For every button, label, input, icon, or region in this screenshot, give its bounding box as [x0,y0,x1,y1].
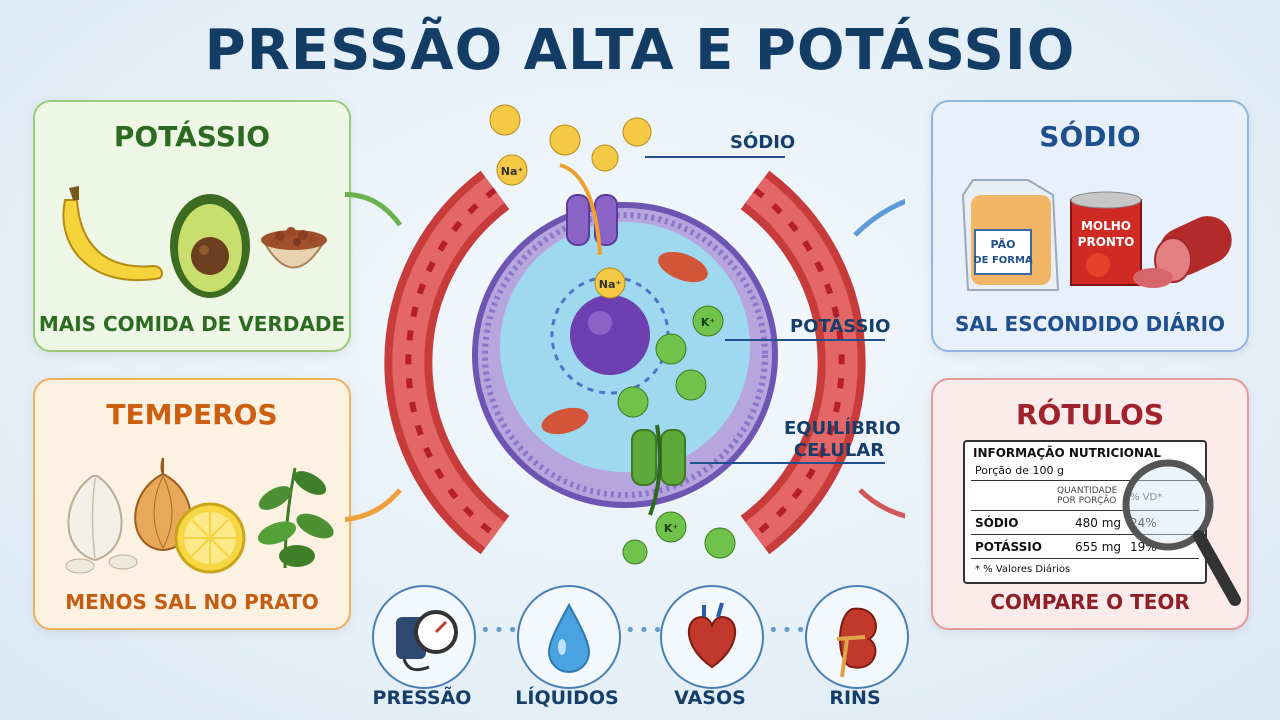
water-drop-icon [517,585,621,689]
k-ion-label-outside: K⁺ [664,522,679,535]
salami-icon [1133,216,1232,288]
sodio-foods-illustration: PÃO DE FORMA MOLHO PRONTO [961,179,1232,291]
pressure-gauge-icon [372,585,476,689]
bread-tag-line2: DE FORMA [973,255,1033,266]
heart-icon [660,585,764,689]
na-ion-label: Na⁺ [501,165,524,178]
sodium-ions: Na⁺ Na⁺ [489,104,652,299]
nutrition-row-sodio-vd: 24% [1130,516,1157,530]
label-sodio: SÓDIO [730,132,796,153]
nutrition-row-potassio-name: POTÁSSIO [975,540,1042,554]
nutrition-label: INFORMAÇÃO NUTRICIONAL Porção de 100 g Q… [963,440,1207,584]
potassio-caption: MAIS COMIDA DE VERDADE [38,312,346,336]
sodio-title: SÓDIO [1039,120,1141,153]
sodio-panel: SÓDIO PÃO DE FORMA MOLHO PRONTO SAL ESCO… [931,100,1249,352]
label-vasos: VASOS [674,687,746,709]
temperos-panel: TEMPEROS MENOS SAL NO PRATO [33,378,351,630]
potassio-title: POTÁSSIO [113,120,271,153]
label-potassio: POTÁSSIO [790,316,891,337]
arrow-from-rotulos [858,488,905,519]
sodium-channel-icon [559,163,618,256]
label-equilibrio: EQUILÍBRIO CELULAR [784,418,901,461]
herbs-icon [257,467,334,569]
nutrition-footnote: * % Valores Diários [975,564,1071,575]
nutrition-porcao: Porção de 100 g [975,464,1064,477]
temperos-caption: MENOS SAL NO PRATO [65,590,319,614]
potassio-foods-illustration [62,186,327,298]
bread-tag-line1: PÃO [991,238,1016,251]
label-rins: RINS [829,687,881,709]
k-ion-label: K⁺ [701,316,716,329]
label-pressao: PRESSÃO [372,687,472,709]
beans-bowl-icon [261,227,327,269]
can-tag-line2: PRONTO [1078,235,1135,249]
nutrition-col-vd: % VD* [1130,492,1162,503]
blood-vessel-right [740,170,866,555]
avocado-icon [170,194,250,298]
page-title: PRESSÃO ALTA E POTÁSSIO [204,18,1076,83]
label-liquidos: LÍQUIDOS [515,687,619,709]
magnifying-glass-icon [1122,459,1241,606]
temperos-illustration [65,457,334,574]
rotulos-title: RÓTULOS [1015,398,1164,431]
na-ion-label-inside: Na⁺ [599,278,622,291]
potassio-panel: POTÁSSIO MAIS COMIDA DE VERDADE [33,100,351,352]
blood-vessel-left [384,170,510,555]
sodio-caption: SAL ESCONDIDO DIÁRIO [954,312,1226,336]
banana-icon [62,186,163,282]
temperos-title: TEMPEROS [106,398,278,431]
rotulos-caption: COMPARE O TEOR [990,590,1190,614]
lemon-icon [174,502,246,574]
sauce-can-icon: MOLHO PRONTO [1070,191,1142,286]
garlic-icon [65,475,138,574]
arrow-from-sodio [853,198,905,237]
bread-bag-icon: PÃO DE FORMA [961,179,1060,291]
potassium-channel-icon [631,424,686,516]
nutrition-row-sodio-value: 480 mg [1075,516,1122,530]
nutrition-heading: INFORMAÇÃO NUTRICIONAL [973,446,1161,460]
nutrition-row-potassio-value: 655 mg [1075,540,1122,554]
can-tag-line1: MOLHO [1081,219,1131,233]
nutrition-row-sodio-name: SÓDIO [975,516,1019,530]
rotulos-panel: RÓTULOS INFORMAÇÃO NUTRICIONAL Porção de… [931,378,1249,630]
cell-icon [472,202,778,508]
arrow-from-potassio [345,191,403,227]
potassium-ions: K⁺ K⁺ [617,305,736,565]
cell-diagram: Na⁺ Na⁺ K⁺ K⁺ [345,104,905,565]
kidney-icon [805,585,909,689]
nutrition-col-qty: QUANTIDADE POR PORÇÃO [1057,486,1118,506]
arrow-from-temperos [345,488,402,522]
